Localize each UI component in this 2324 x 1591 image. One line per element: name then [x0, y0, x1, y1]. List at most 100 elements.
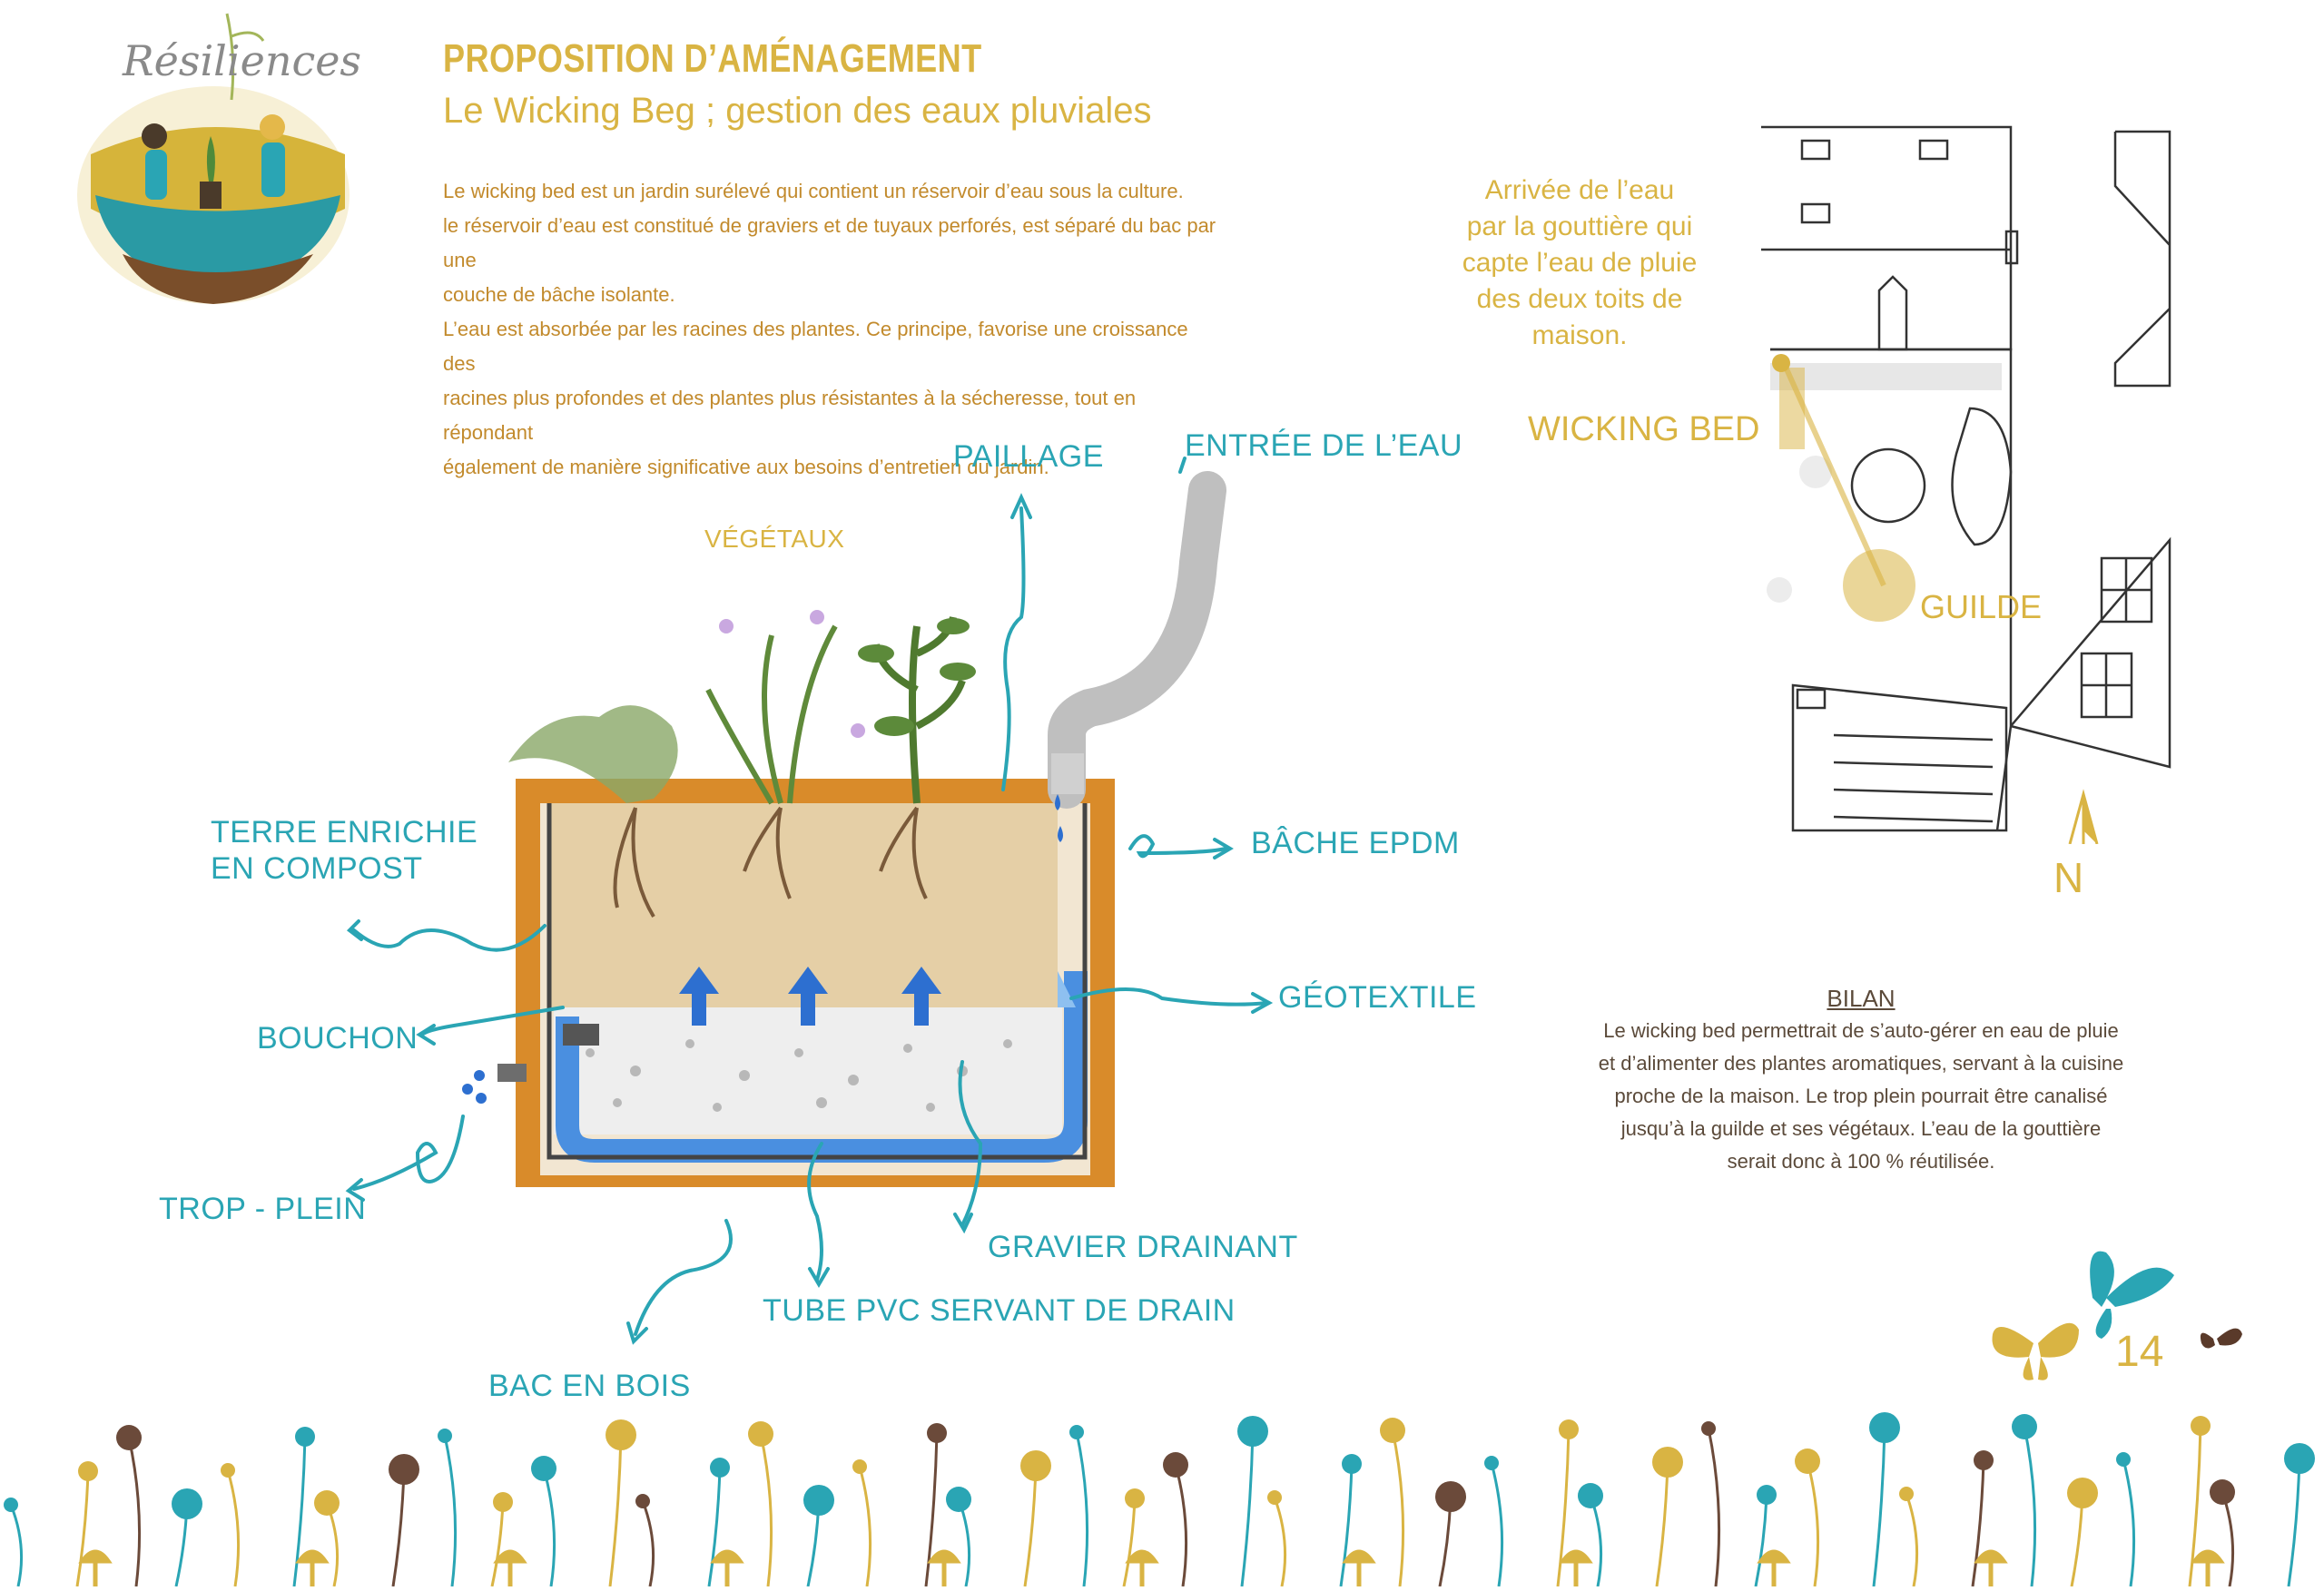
- flower-head: [1974, 1450, 1994, 1470]
- water-note-line: des deux toits de: [1476, 284, 1683, 314]
- flower-head: [803, 1485, 834, 1516]
- flower-head: [1380, 1418, 1405, 1443]
- flower-stem: [1707, 1428, 1721, 1587]
- butterfly-gold-icon: [1992, 1322, 2079, 1380]
- label-terre-2: EN COMPOST: [211, 851, 423, 886]
- flower-head: [748, 1421, 773, 1447]
- site-plan: [1748, 118, 2179, 845]
- flower-stem: [924, 1432, 939, 1587]
- bilan-line: Le wicking bed permettrait de s’auto-gér…: [1603, 1019, 2119, 1042]
- flower-stem: [1655, 1461, 1669, 1587]
- flower-head: [493, 1492, 513, 1512]
- wicking-arrows: [679, 967, 941, 1026]
- flower-stem: [759, 1433, 773, 1587]
- bilan-line: serait donc à 100 % réutilisée.: [1727, 1150, 1995, 1173]
- intro-line: Le wicking bed est un jardin surélevé qu…: [443, 180, 1184, 202]
- water-note-line: Arrivée de l’eau: [1484, 175, 1675, 205]
- flower-stem: [443, 1435, 458, 1587]
- flower-head: [1899, 1487, 1914, 1501]
- flower-head: [1069, 1425, 1084, 1439]
- label-bac: BAC EN BOIS: [488, 1369, 691, 1403]
- flower-stem: [1556, 1429, 1571, 1587]
- liner: [547, 803, 1088, 1160]
- flower-stem: [1905, 1493, 1919, 1587]
- flower-stem: [1122, 1498, 1137, 1587]
- mushroom-shape: [1974, 1549, 2008, 1586]
- floral-border: [0, 1380, 2324, 1587]
- site-plan-drawing: [1748, 125, 2171, 845]
- flower-head: [1578, 1483, 1603, 1508]
- flower-stem: [127, 1437, 142, 1587]
- flower-stem: [608, 1434, 623, 1587]
- floral-border-illustration: [4, 1412, 2315, 1587]
- flower-head: [172, 1488, 202, 1519]
- label-geotextile: GÉOTEXTILE: [1278, 980, 1477, 1015]
- logo-text: Résiliences: [123, 36, 362, 85]
- label-arrows: [345, 457, 1274, 1345]
- butterfly-teal-icon: [2090, 1251, 2174, 1339]
- flower-stem: [858, 1466, 872, 1587]
- flower-stem: [542, 1468, 556, 1587]
- flower-head: [1342, 1454, 1362, 1474]
- flower-head: [4, 1498, 18, 1512]
- mushroom-shape: [295, 1549, 330, 1586]
- flower-head: [295, 1427, 315, 1447]
- water-note-line: maison.: [1531, 320, 1628, 350]
- water-note-line: capte l’eau de pluie: [1462, 248, 1698, 278]
- flower-stem: [226, 1469, 241, 1587]
- label-entree-eau: ENTRÉE DE L’EAU: [1185, 428, 1463, 463]
- butterfly-icons: [1979, 1234, 2251, 1398]
- flower-head: [1484, 1456, 1499, 1470]
- flower-stem: [1391, 1429, 1405, 1587]
- flower-head: [1163, 1452, 1188, 1478]
- flower-head: [1795, 1449, 1820, 1474]
- flower-stem: [641, 1500, 655, 1587]
- flower-stem: [1240, 1430, 1255, 1587]
- flower-head: [2116, 1452, 2131, 1467]
- flower-head: [1020, 1450, 1051, 1481]
- bilan-line: et d’alimenter des plantes aromatiques, …: [1598, 1052, 2124, 1075]
- flower-head: [2284, 1443, 2315, 1474]
- flower-stem: [1075, 1431, 1089, 1587]
- flower-stem: [1339, 1463, 1354, 1587]
- mushroom-shape: [1125, 1549, 1159, 1586]
- flower-head: [438, 1429, 452, 1443]
- mushroom-shape: [493, 1549, 527, 1586]
- flower-head: [1435, 1481, 1466, 1512]
- plan-label-wicking-bed: WICKING BED: [1528, 410, 1760, 448]
- flower-stem: [292, 1436, 307, 1587]
- flower-head: [1869, 1412, 1900, 1443]
- mushroom-shape: [78, 1549, 113, 1586]
- flower-head: [314, 1490, 340, 1516]
- flower-head: [1757, 1485, 1777, 1505]
- intro-line: L’eau est absorbée par les racines des p…: [443, 318, 1188, 375]
- flower-head: [946, 1487, 971, 1512]
- flower-head: [1701, 1421, 1716, 1436]
- flower-head: [1125, 1488, 1145, 1508]
- flower-head: [221, 1463, 235, 1478]
- label-bache: BÂCHE EPDM: [1251, 826, 1460, 860]
- mushroom-shape: [1342, 1549, 1376, 1586]
- flower-stem: [2287, 1458, 2301, 1587]
- intro-line: racines plus profondes et des plantes pl…: [443, 387, 1137, 444]
- flower-head: [606, 1419, 636, 1450]
- flower-head: [116, 1425, 142, 1450]
- flower-stem: [2122, 1458, 2136, 1587]
- water-inlet-note: Arrivée de l’eau par la gouttière qui ca…: [1443, 172, 1716, 354]
- flower-stem: [391, 1468, 406, 1587]
- flower-head: [78, 1461, 98, 1481]
- flower-stem: [490, 1501, 505, 1587]
- flower-head: [2191, 1416, 2211, 1436]
- flower-stem: [2188, 1425, 2202, 1587]
- mushroom-shape: [1559, 1549, 1593, 1586]
- flower-head: [635, 1494, 650, 1508]
- flower-head: [531, 1456, 556, 1481]
- flower-head: [1652, 1447, 1683, 1478]
- label-gravier: GRAVIER DRAINANT: [988, 1230, 1298, 1264]
- label-paillage: PAILLAGE: [953, 439, 1104, 474]
- bouchon-plug: [563, 1024, 599, 1046]
- flower-stem: [1273, 1497, 1287, 1587]
- intro-line: couche de bâche isolante.: [443, 283, 675, 306]
- flower-stem: [1971, 1459, 1985, 1587]
- wicking-bed-illustration: [345, 457, 1274, 1345]
